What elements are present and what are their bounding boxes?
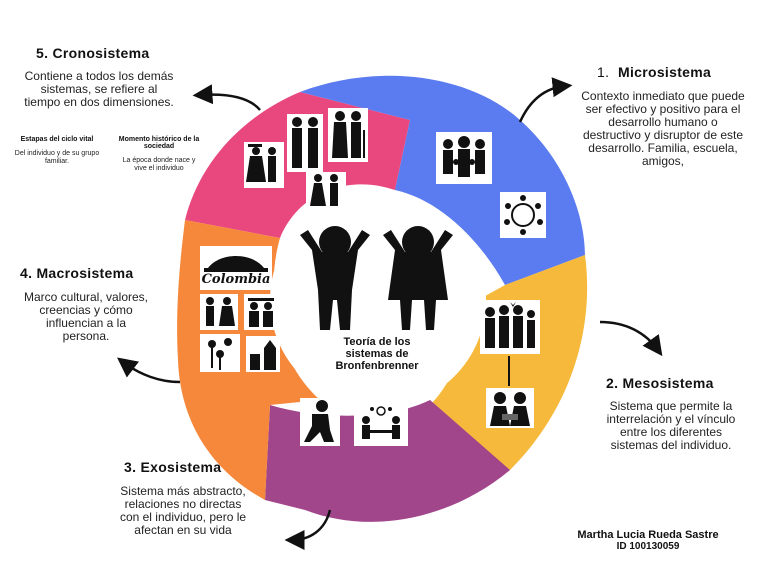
macro-title: 4. Macrosistema bbox=[20, 265, 134, 281]
arrow-crono bbox=[192, 84, 261, 111]
center-circle bbox=[270, 192, 486, 408]
flowers-image bbox=[200, 334, 240, 372]
center-title: Teoría de los sistemas de Bronfenbrenner bbox=[335, 336, 419, 372]
crono-dim1-text: Del individuo y de su grupo familiar. bbox=[14, 150, 100, 165]
colombia-image: Colombia bbox=[200, 246, 272, 290]
dancers-image bbox=[306, 172, 346, 210]
author-name: Martha Lucia Rueda Sastre bbox=[577, 529, 719, 541]
arrow-micro bbox=[518, 77, 573, 123]
crono-description: Contiene a todos los demás sistemas, se … bbox=[24, 69, 174, 109]
macro-description: Marco cultural, valores, creencias y cóm… bbox=[23, 290, 149, 343]
exo-title: 3. Exosistema bbox=[124, 459, 222, 475]
reading-family-image bbox=[486, 388, 534, 428]
arrow-meso bbox=[599, 320, 663, 357]
micro-title: Microsistema bbox=[618, 64, 712, 80]
micro-number: 1. bbox=[597, 64, 610, 80]
micro-description: Contexto inmediato que puede ser efectiv… bbox=[581, 89, 745, 168]
family-group-image bbox=[480, 300, 540, 354]
meeting-image bbox=[354, 404, 408, 446]
crono-dim2-text: La época donde nace y vive el individuo bbox=[122, 157, 196, 172]
meso-title: 2. Mesosistema bbox=[606, 375, 714, 391]
crono-title: 5. Cronosistema bbox=[36, 45, 150, 61]
colombia-label: Colombia bbox=[201, 272, 271, 287]
kneeling-person-image bbox=[300, 398, 340, 446]
cultural-figures-image bbox=[244, 294, 278, 330]
life-stages-image bbox=[287, 114, 323, 172]
elderly-couple-image bbox=[328, 108, 368, 162]
link-arrow-icon bbox=[508, 356, 510, 386]
arrow-exo bbox=[284, 509, 332, 550]
crono-dim1-title: Estapas del ciclo vital bbox=[20, 136, 94, 143]
arrow-macro bbox=[117, 357, 181, 384]
exo-description: Sistema más abstracto, relaciones no dir… bbox=[119, 484, 247, 537]
town-image bbox=[246, 336, 280, 372]
historical-couple-image bbox=[244, 142, 284, 188]
meso-description: Sistema que permite la interrelación y e… bbox=[606, 399, 736, 452]
children-icon bbox=[300, 226, 453, 330]
crono-dim2-title: Momento histórico de la sociedad bbox=[118, 136, 200, 150]
friends-circle-image bbox=[500, 192, 546, 238]
traditional-people-image bbox=[200, 294, 238, 330]
family-image bbox=[436, 132, 492, 184]
author-id: ID 100130059 bbox=[616, 541, 680, 552]
